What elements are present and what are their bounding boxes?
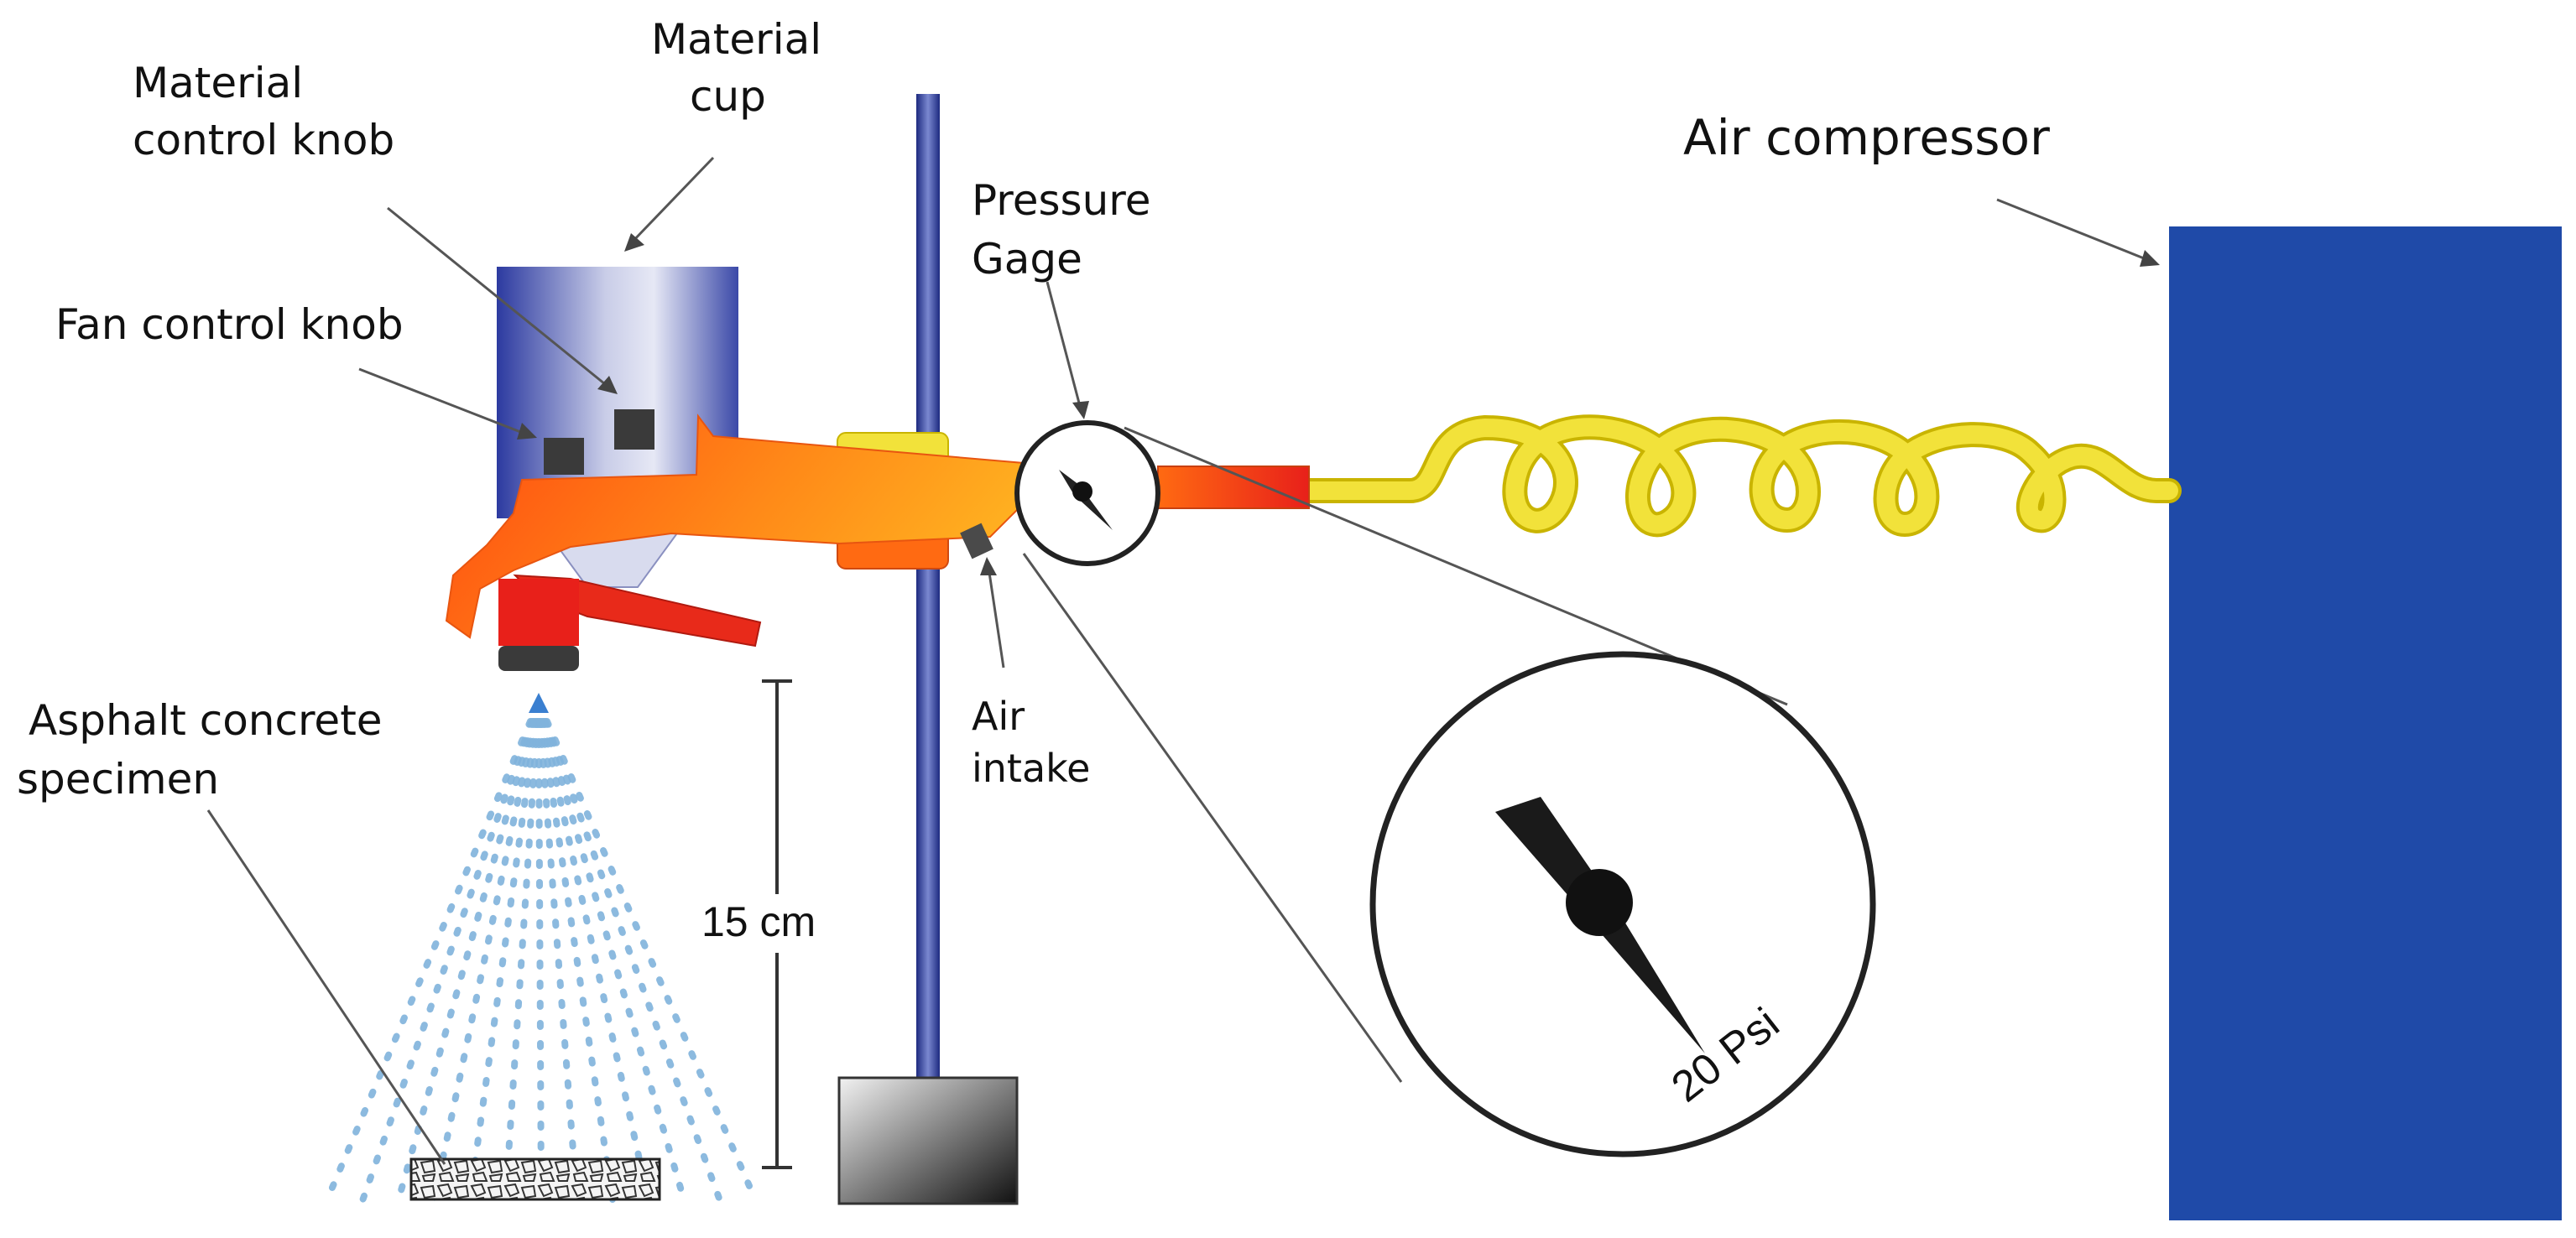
spray-stream xyxy=(535,718,545,1203)
spray-stream xyxy=(542,718,723,1203)
stand-rod xyxy=(916,94,940,1084)
spray-stream xyxy=(324,718,534,1203)
label-air-intake: Air intake xyxy=(972,694,1090,791)
spray-stream xyxy=(430,718,538,1203)
spray-nozzle-tip xyxy=(498,646,579,671)
spray-stream xyxy=(538,718,616,1203)
label-asphalt-specimen: Asphalt concrete specimen xyxy=(17,696,395,804)
leader-material-knob xyxy=(387,206,610,389)
spray-stream xyxy=(359,718,535,1203)
leader-material-cup xyxy=(628,156,715,247)
spray-stream xyxy=(502,718,541,1203)
label-pressure-gage: Pressure Gage xyxy=(972,176,1164,283)
spray-tip xyxy=(529,693,549,713)
zoom-line-bottom xyxy=(1022,553,1403,1083)
leader-air-compressor xyxy=(1996,198,2149,262)
spray-cone xyxy=(324,693,759,1203)
stand-base xyxy=(837,1076,1019,1205)
material-control-knob xyxy=(614,409,654,450)
spray-gun-body xyxy=(445,414,1042,639)
air-intake-knob xyxy=(960,523,993,559)
label-material-control-knob: Material control knob xyxy=(133,59,394,164)
label-material-cup: Material cup xyxy=(651,15,835,121)
spray-stream xyxy=(536,718,581,1203)
spray-stream xyxy=(540,718,687,1203)
leader-fan-knob xyxy=(358,367,528,436)
spray-stream xyxy=(467,718,540,1203)
spray-stream xyxy=(544,718,759,1203)
air-compressor-box xyxy=(2169,226,2562,1220)
spray-stream xyxy=(540,718,652,1203)
label-air-compressor: Air compressor xyxy=(1683,109,2050,166)
fan-control-knob xyxy=(544,438,584,475)
leader-pressure-gage xyxy=(1046,281,1082,410)
label-fan-control-knob: Fan control knob xyxy=(55,300,404,349)
asphalt-specimen xyxy=(409,1157,661,1201)
spray-nozzle xyxy=(498,579,579,646)
spray-stream xyxy=(395,718,537,1203)
distance-label: 15 cm xyxy=(701,898,816,945)
leader-asphalt-specimen xyxy=(206,809,446,1165)
leader-air-intake xyxy=(987,566,1005,668)
large-gauge-hub xyxy=(1566,869,1633,936)
